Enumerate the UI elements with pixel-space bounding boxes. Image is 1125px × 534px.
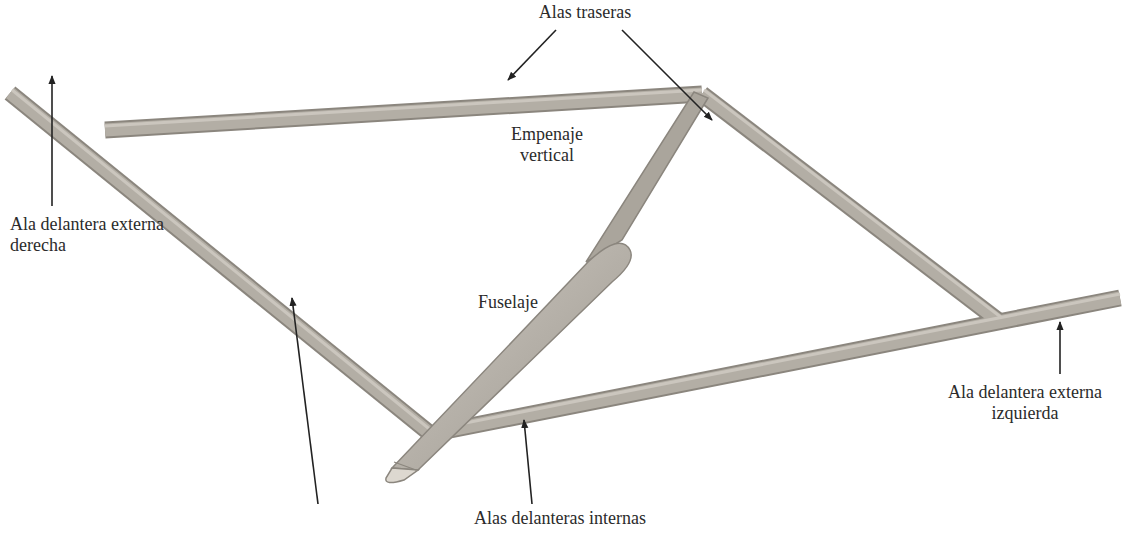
part-label: Ala delantera externa derecha <box>10 214 170 256</box>
part-label: Alas traseras <box>500 2 670 23</box>
nose-cone <box>386 468 418 483</box>
fuselage <box>392 243 631 470</box>
part-label: Empenaje vertical <box>488 124 606 166</box>
part-label: Ala delantera externa izquierda <box>935 382 1115 424</box>
part-label: Fuselaje <box>478 292 568 313</box>
leader-lines <box>52 30 1060 504</box>
vertical-fin <box>586 92 708 262</box>
wings <box>10 90 1120 440</box>
part-label: Alas delanteras internas <box>380 508 740 529</box>
